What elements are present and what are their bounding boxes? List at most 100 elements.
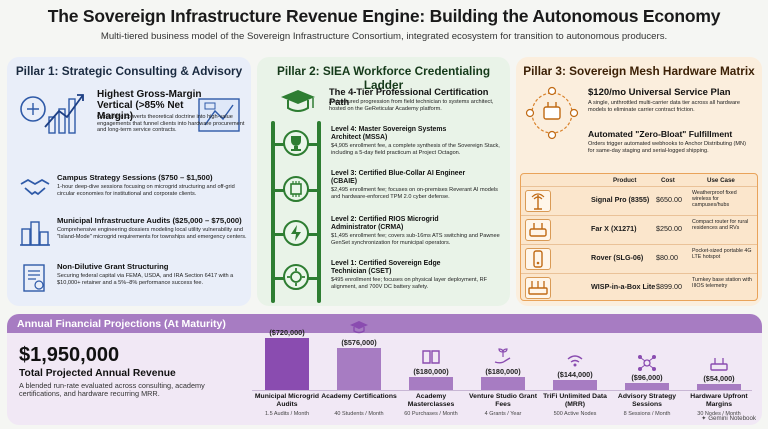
total-revenue: $1,950,000 [19, 344, 120, 366]
pillar-1-title: Pillar 1: Strategic Consulting & Advisor… [15, 64, 243, 78]
fulfillment-text: Orders trigger automated webhooks to Anc… [588, 141, 746, 154]
pillar-3-panel: Pillar 3: Sovereign Mesh Hardware Matrix… [516, 57, 762, 306]
level-2-heading: Level 2: Certified RIOS Microgrid Admini… [331, 216, 439, 231]
bar-4 [481, 377, 525, 390]
bar-category-label: Advisory Strategy Sessions [617, 393, 677, 408]
row-4-product: WISP-in-a-Box Lite [591, 282, 656, 291]
item-2-text: Comprehensive engineering dossiers model… [57, 227, 247, 240]
handshake-icon [19, 174, 51, 200]
bar-category-label: Venture Studio Grant Fees [469, 393, 537, 408]
row-3-product: Rover (SLG-06) [591, 253, 644, 262]
pillar-2-title: Pillar 2: SIEA Workforce Credentialing L… [276, 64, 491, 92]
projections-panel: Annual Financial Projections (At Maturit… [7, 314, 762, 425]
row-3-cost: $80.00 [656, 253, 678, 262]
pillar-2-panel: Pillar 2: SIEA Workforce Credentialing L… [257, 57, 510, 306]
highlight-text: Consulting converts theoretical doctrine… [97, 114, 245, 133]
bar-sublabel: 4 Grants / Year [484, 411, 522, 417]
row-2-use: Compact router for rural residences and … [692, 219, 749, 232]
page-subtitle: Multi-tiered business model of the Sover… [100, 31, 668, 42]
chart-growth-icon [19, 87, 91, 139]
table-row: WISP-in-a-Box Lite $899.00 Turnkey base … [521, 273, 757, 301]
bar-category-label: TriFi Unlimited Data (MRR) [543, 393, 607, 408]
trophy-icon [283, 130, 309, 156]
item-1-heading: Campus Strategy Sessions ($750 – $1,500) [57, 173, 213, 182]
bolt-icon [283, 220, 309, 246]
level-4-text: $4,905 enrollment fee, a complete synthe… [331, 143, 500, 156]
pillar-1-panel: Pillar 1: Strategic Consulting & Advisor… [7, 57, 251, 306]
bar-1 [265, 338, 309, 390]
level-1-heading: Level 1: Certified Sovereign Edge Techni… [331, 260, 441, 275]
blueprint-icon [197, 97, 241, 133]
level-3-text: $2,495 enrollment fee; focuses on on-pre… [331, 187, 498, 200]
row-1-cost: $650.00 [656, 195, 682, 204]
row-4-use: Turnkey base station with IIIOS telemetr… [692, 277, 752, 290]
hardware-table: Product Cost Use Case Signal Pro (8355) … [520, 173, 758, 301]
item-3-heading: Non-Dilutive Grant Structuring [57, 262, 169, 271]
row-3-use: Pocket-sized portable 4G LTE hotspot [692, 248, 752, 261]
chart-baseline [252, 390, 752, 391]
bar-sublabel: 8 Sessions / Month [623, 411, 671, 417]
bar-value-label: ($180,000) [485, 367, 521, 376]
book-icon [420, 347, 442, 367]
bar-value-label: ($720,000) [269, 328, 305, 337]
page-title: The Sovereign Infrastructure Revenue Eng… [47, 6, 721, 26]
projections-title: Annual Financial Projections (At Maturit… [7, 314, 762, 333]
graduation-cap-icon [279, 87, 317, 117]
level-3-heading: Level 3: Certified Blue-Collar AI Engine… [331, 170, 466, 185]
bar-3 [409, 377, 453, 390]
city-icon [19, 219, 51, 247]
bar-value-label: ($144,000) [557, 369, 593, 379]
table-row: Signal Pro (8355) $650.00 Weatherproof f… [521, 186, 757, 214]
bar-value-label: ($180,000) [413, 367, 449, 376]
intro-heading: The 4-Tier Professional Certification Pa… [329, 87, 489, 107]
highlight-heading: Highest Gross-Margin Vertical (>85% Net … [97, 89, 202, 122]
bar-sublabel: 1.5 Audits / Month [264, 411, 310, 417]
item-3-text: Securing federal capital via FEMA, USDA,… [57, 273, 234, 286]
table-header-product: Product [613, 177, 637, 184]
bar-category-label: Academy Masterclasses [407, 393, 455, 408]
bar-value-label: ($54,000) [703, 374, 735, 383]
antenna-icon [525, 190, 551, 212]
intro-text: A structured progression from field tech… [329, 99, 494, 112]
bar-sublabel: 30 Nodes / Month [697, 411, 741, 417]
brand-text: Gemini Notebook [708, 415, 756, 422]
bar-sublabel: 500 Active Nodes [553, 411, 597, 417]
bar-category-label: Municipal Microgrid Audits [254, 393, 320, 408]
wifi-signal-icon [564, 350, 586, 370]
router-icon [708, 354, 730, 374]
base-station-icon [525, 277, 551, 299]
bar-sublabel: 40 Students / Month [334, 411, 384, 417]
network-icon [636, 353, 658, 373]
item-2-heading: Municipal Infrastructure Audits ($25,000… [57, 216, 242, 225]
total-revenue-description: A blended run-rate evaluated across cons… [19, 381, 205, 399]
row-1-use: Weatherproof fixed wireless for campuses… [692, 190, 737, 209]
graduation-cap-icon [348, 318, 370, 338]
router-icon [525, 219, 551, 241]
service-plan-heading: $120/mo Universal Service Plan [588, 87, 731, 98]
level-1-text: $495 enrollment fee; focuses on physical… [331, 277, 488, 290]
bar-5 [553, 379, 597, 390]
row-2-cost: $250.00 [656, 224, 682, 233]
item-1-text: 1-hour deep-dive sessions focusing on mi… [57, 184, 235, 197]
service-plan-text: A single, unthrottled multi-carrier data… [588, 100, 741, 113]
bar-category-label: Hardware Upfront Margins [690, 393, 748, 408]
brand-label: ✦ Gemini Notebook [701, 415, 756, 422]
level-2-text: $1,495 enrollment fee; covers sub-16ms A… [331, 233, 500, 246]
table-row: Rover (SLG-06) $80.00 Pocket-sized porta… [521, 244, 757, 272]
level-4-heading: Level 4: Master Sovereign Systems Archit… [331, 126, 447, 141]
wrench-gear-icon [283, 264, 309, 290]
pillar-3-title: Pillar 3: Sovereign Mesh Hardware Matrix [523, 64, 755, 78]
seedling-hand-icon [492, 347, 514, 367]
row-4-cost: $899.00 [656, 282, 682, 291]
bar-value-label: ($576,000) [341, 338, 377, 348]
fulfillment-heading: Automated "Zero-Bloat" Fulfillment [588, 129, 733, 139]
table-row: Far X (X1271) $250.00 Compact router for… [521, 215, 757, 243]
bar-2 [337, 348, 381, 390]
bar-category-label: Academy Certifications [321, 393, 397, 400]
table-header-cost: Cost [661, 177, 675, 184]
bar-6 [625, 383, 669, 390]
row-2-product: Far X (X1271) [591, 224, 637, 233]
bar-value-label: ($96,000) [631, 373, 663, 383]
document-icon [21, 263, 49, 293]
table-header-use-case: Use Case [707, 177, 735, 184]
